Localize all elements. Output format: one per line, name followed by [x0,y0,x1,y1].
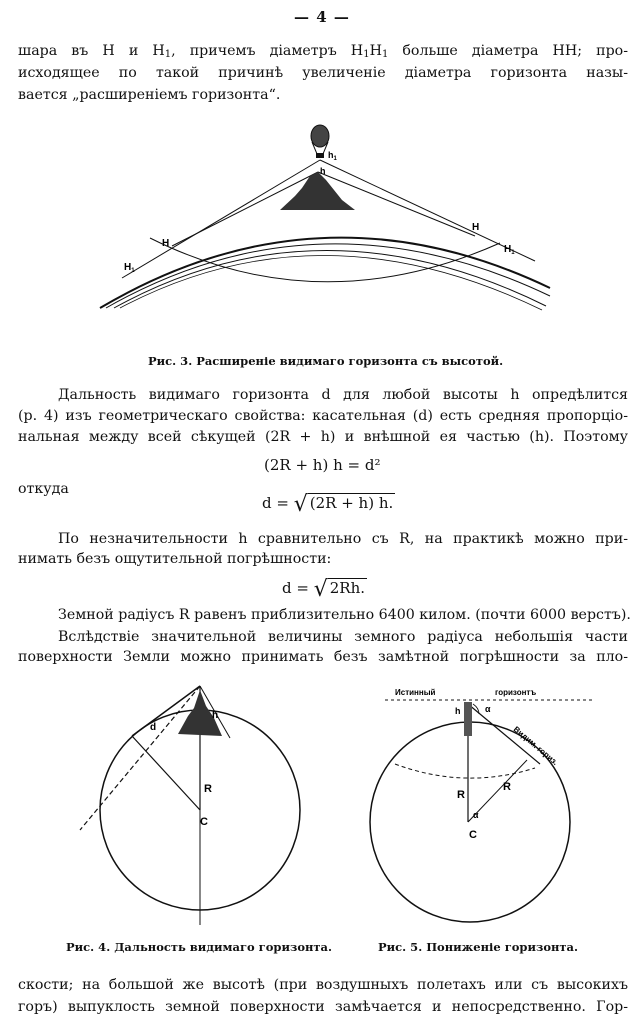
fig5-label-C: C [469,829,477,841]
figure-3-horizon-widening: h1 h H H1 H H1 [99,124,551,311]
text-line: нальная между всей сѣкущей (2R + h) и вн… [18,429,628,445]
fig4-label-C: C [200,816,208,828]
fig5-label-R-right: R [503,781,511,793]
fig5-label-true: Истинный [395,688,436,697]
fig5-label-alpha-top: α [485,704,491,714]
text-line: нимать безъ ощутительной погрѣшности: [18,551,332,567]
fig4-label-h: h [212,710,218,721]
fig3-label-h1: h1 [328,150,338,162]
formula-distance: d = √(2R + h) h. [262,492,396,517]
fig3-label-H-right: H [472,222,479,233]
text-line: скости; на большой же высотѣ (при воздуш… [18,977,628,993]
fig5-label-h: h [455,706,461,716]
fig3-label-h: h [320,166,326,176]
mountain-shape [178,690,222,736]
figure-4-horizon-distance: d h R C [79,685,301,925]
figure-3-caption: Рис. 3. Расширеніе видимаго горизонта съ… [148,354,504,368]
figure-5-caption: Рис. 5. Пониженіе горизонта. [378,940,579,954]
fig5-label-R-left: R [457,789,465,801]
figure-4-caption: Рис. 4. Дальность видимаго горизонта. [66,940,332,954]
text-otkuda: откуда [18,481,69,497]
text-line: (р. 4) изъ геометрическаго свойства: кас… [18,408,628,424]
text-line: поверхности Земли можно принимать безъ з… [18,649,628,665]
text-line: вается „расширеніемъ горизонта“. [18,87,281,103]
fig3-label-H1-left: H1 [124,262,135,274]
fig3-label-H-left: H [162,238,169,249]
text-line: шара въ H и H1, причемъ діаметръ H1H1 бо… [18,43,628,60]
balloon-icon [310,124,330,158]
text-line: Дальность видимаго горизонта d для любой… [58,387,628,403]
fig5-label-alpha-center: α [473,810,479,820]
text-line: Вслѣдствіе значительной величины земного… [58,629,628,645]
page-number: — 4 — [294,8,350,26]
fig4-label-R: R [204,783,212,795]
formula-tangent-square: (2R + h) h = d² [264,456,381,474]
text-line: исходящее по такой причинѣ увеличеніе ді… [18,65,628,81]
figure-5-horizon-dip: Истинный горизонтъ h α Видим. гориз. R R… [369,688,595,923]
text-line: По незначительности h сравнительно съ R,… [58,531,628,547]
fig5-label-horizon: горизонтъ [495,688,536,697]
text-line: Земной радіусъ R равенъ приблизительно 6… [58,607,631,623]
tower-shape [464,702,472,736]
text-line: горъ) выпуклость земной поверхности замѣ… [18,999,628,1015]
mountain-shape [280,172,355,210]
fig3-label-H1-right: H1 [504,244,515,256]
fig4-label-d: d [150,722,156,733]
formula-distance-approx: d = √2Rh. [282,577,368,602]
